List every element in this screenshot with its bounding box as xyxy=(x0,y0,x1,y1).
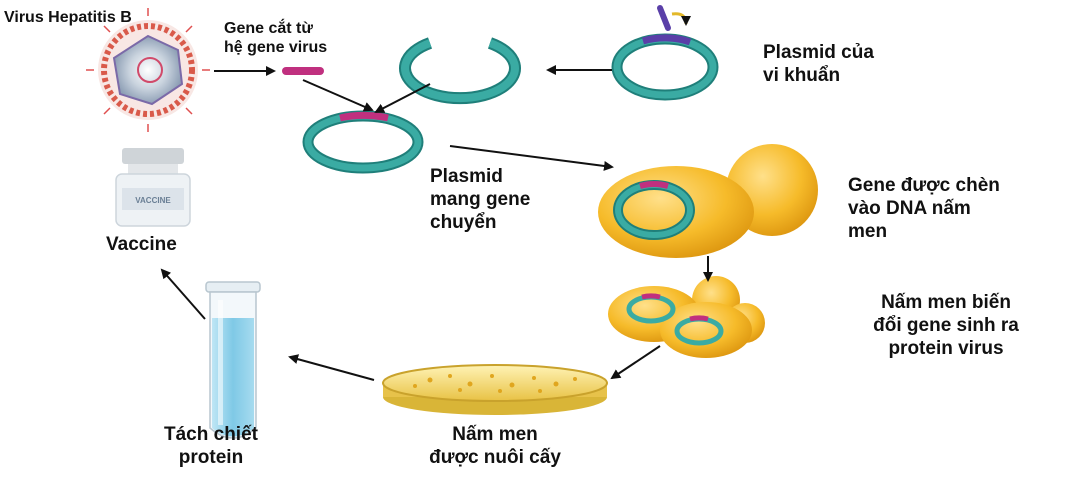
recombinant-plasmid xyxy=(302,110,424,174)
label-recombinant-plasmid-line1: Plasmid xyxy=(430,166,503,187)
label-modified-yeast-line2: đổi gene sinh ra xyxy=(873,314,1019,336)
petri-dish xyxy=(382,364,608,415)
label-virus: Virus Hepatitis B xyxy=(4,9,132,26)
label-gene-inserted: Gene được chèn vào DNA nấm men xyxy=(848,175,1000,243)
arrow-dish-to-tube xyxy=(288,354,375,381)
virus-illustration xyxy=(86,8,210,132)
arrow-recombinant-to-yeast xyxy=(449,145,614,171)
gene-fragment xyxy=(282,67,324,75)
open-plasmid xyxy=(399,37,521,105)
modified-yeast-cells xyxy=(608,276,765,358)
label-gene-cut: Gene cắt từ hệ gene virus xyxy=(224,19,327,57)
label-bacterial-plasmid-line1: Plasmid của xyxy=(763,42,874,63)
label-modified-yeast-line3: protein virus xyxy=(888,337,1004,359)
label-recombinant-plasmid: Plasmid mang gene chuyển xyxy=(430,166,530,234)
label-extract-protein: Tách chiết protein xyxy=(126,424,296,470)
vaccine-vial: VACCINE xyxy=(115,148,191,227)
arrow-gene-to-recombinant xyxy=(302,79,374,112)
label-bacterial-plasmid-line2: vi khuẩn xyxy=(763,64,841,86)
label-gene-cut-line1: Gene cắt từ xyxy=(224,20,313,37)
arrow-open-to-recombinant xyxy=(374,83,431,113)
label-modified-yeast-line1: Nấm men biến xyxy=(881,292,1011,313)
yeast-cell xyxy=(598,144,818,258)
arrow-tube-to-vaccine xyxy=(160,268,206,320)
label-bacterial-plasmid: Plasmid của vi khuẩn xyxy=(763,42,874,88)
flow-arrows xyxy=(160,65,713,381)
label-cultured-yeast: Nấm men được nuôi cấy xyxy=(385,424,605,470)
label-gene-inserted-line3: men xyxy=(848,220,888,242)
label-gene-inserted-line2: vào DNA nấm xyxy=(848,197,971,219)
arrow-modified-to-dish xyxy=(610,345,661,380)
label-recombinant-plasmid-line2: mang gene xyxy=(430,188,531,210)
label-extract-protein-line1: Tách chiết xyxy=(164,424,258,445)
label-gene-cut-line2: hệ gene virus xyxy=(224,39,328,57)
label-cultured-yeast-line1: Nấm men xyxy=(452,424,538,445)
bacterial-plasmid xyxy=(611,5,719,101)
label-extract-protein-line2: protein xyxy=(178,446,244,468)
label-gene-inserted-line1: Gene được chèn xyxy=(848,175,1000,196)
label-vaccine: Vaccine xyxy=(106,234,177,255)
label-recombinant-plasmid-line3: chuyển xyxy=(430,211,497,233)
label-modified-yeast: Nấm men biến đổi gene sinh ra protein vi… xyxy=(836,292,1056,360)
test-tube xyxy=(205,281,261,439)
vial-label: VACCINE xyxy=(135,196,171,205)
label-cultured-yeast-line2: được nuôi cấy xyxy=(429,446,561,468)
